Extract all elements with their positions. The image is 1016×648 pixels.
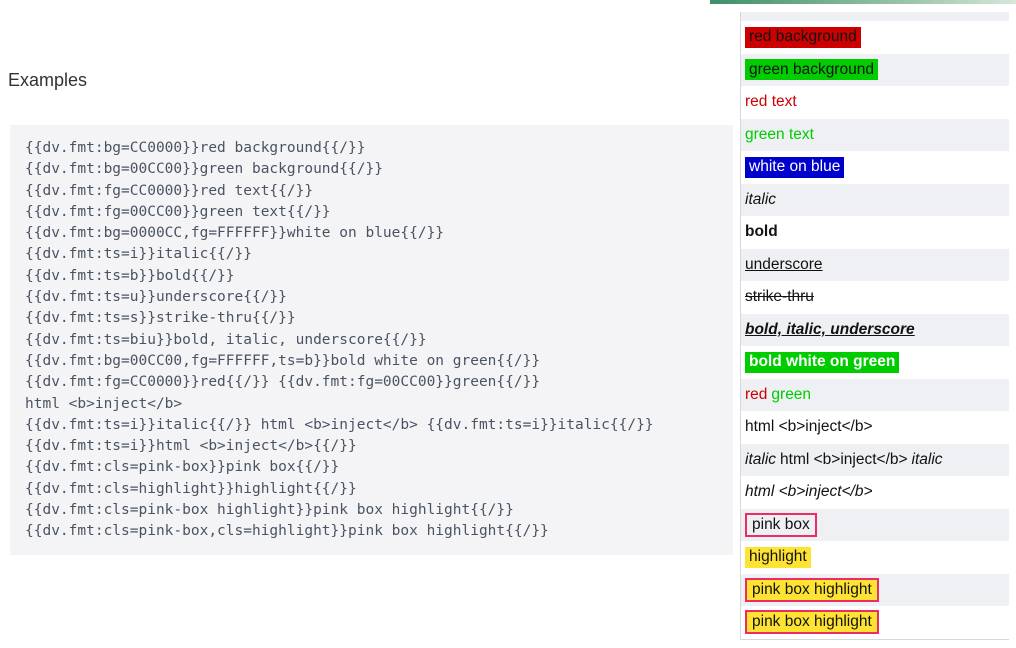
result-row-italic-html-inject: html <b>inject</b>: [741, 476, 1009, 509]
result-row-red-text: red text: [741, 86, 1009, 119]
pink-box-highlight-chip: pink box highlight: [745, 610, 879, 635]
code-line: {{dv.fmt:cls=highlight}}highlight{{/}}: [25, 480, 357, 497]
red-word: red: [745, 385, 768, 403]
result-row-italic: italic: [741, 183, 1009, 216]
strike-thru-text: strike-thru: [745, 288, 814, 306]
red-text: red text: [745, 93, 797, 111]
code-line: {{dv.fmt:cls=pink-box highlight}}pink bo…: [25, 502, 514, 519]
result-row-html-inject: html <b>inject</b>: [741, 411, 1009, 444]
code-line: {{dv.fmt:fg=00CC00}}green text{{/}}: [25, 203, 331, 220]
code-line: {{dv.fmt:bg=00CC00,fg=FFFFFF,ts=b}}bold …: [25, 352, 541, 369]
result-row-strike-thru: strike-thru: [741, 281, 1009, 314]
green-background-chip: green background: [745, 59, 878, 81]
panel-top-gradient-bar: [710, 0, 1016, 4]
code-line: {{dv.fmt:ts=i}}italic{{/}} html <b>injec…: [25, 416, 654, 433]
code-line: {{dv.fmt:fg=CC0000}}red{{/}} {{dv.fmt:fg…: [25, 374, 541, 391]
code-block: {{dv.fmt:bg=CC0000}}red background{{/}} …: [10, 125, 733, 555]
code-line: {{dv.fmt:fg=CC0000}}red text{{/}}: [25, 182, 314, 199]
underscore-text: underscore: [745, 255, 823, 273]
result-row-green-text: green text: [741, 118, 1009, 151]
result-row-bold-white-on-green: bold white on green: [741, 346, 1009, 379]
result-row-underscore: underscore: [741, 248, 1009, 281]
code-line: {{dv.fmt:bg=CC0000}}red background{{/}}: [25, 140, 366, 156]
code-line: {{dv.fmt:ts=biu}}bold, italic, underscor…: [25, 331, 427, 348]
code-line: {{dv.fmt:bg=0000CC,fg=FFFFFF}}white on b…: [25, 225, 445, 242]
result-row-bold-italic-underscore: bold, italic, underscore: [741, 313, 1009, 346]
results-panel: red background green background red text…: [740, 12, 1009, 640]
examples-heading: Examples: [8, 70, 88, 90]
result-row-highlight: highlight: [741, 541, 1009, 574]
code-line: {{dv.fmt:ts=i}}html <b>inject</b>{{/}}: [25, 438, 357, 455]
empty-row: [741, 12, 1009, 21]
pink-box-chip: pink box: [745, 512, 817, 537]
result-row-red-green: red green: [741, 378, 1009, 411]
code-line: {{dv.fmt:cls=pink-box}}pink box{{/}}: [25, 459, 340, 476]
green-word: green: [771, 385, 812, 403]
result-row-pink-box: pink box: [741, 508, 1009, 541]
code-line: {{dv.fmt:bg=00CC00}}green background{{/}…: [25, 161, 383, 178]
result-row-pink-box-highlight-1: pink box highlight: [741, 573, 1009, 606]
bold-text: bold: [745, 223, 778, 241]
pink-box-highlight-chip: pink box highlight: [745, 577, 879, 602]
highlight-chip: highlight: [745, 546, 811, 568]
code-line: {{dv.fmt:ts=b}}bold{{/}}: [25, 267, 235, 284]
result-row-italic-html-inject-italic: italic html <b>inject</b> italic: [741, 443, 1009, 476]
bold-italic-underscore-text: bold, italic, underscore: [745, 320, 915, 338]
result-row-pink-box-highlight-2: pink box highlight: [741, 606, 1009, 639]
code-line: {{dv.fmt:ts=s}}strike-thru{{/}}: [25, 310, 296, 327]
white-on-blue-chip: white on blue: [745, 156, 845, 178]
italic-word: italic: [911, 450, 943, 468]
italic-html-inject-text: html <b>inject</b>: [745, 483, 873, 501]
result-row-green-background: green background: [741, 53, 1009, 86]
code-line: {{dv.fmt:ts=i}}italic{{/}}: [25, 246, 252, 263]
bold-white-on-green-chip: bold white on green: [745, 351, 900, 373]
code-line: {{dv.fmt:cls=pink-box,cls=highlight}}pin…: [25, 523, 549, 540]
italic-text: italic: [745, 190, 777, 208]
green-text: green text: [745, 125, 814, 143]
code-line: {{dv.fmt:ts=u}}underscore{{/}}: [25, 289, 287, 306]
italic-word: italic: [745, 450, 777, 468]
code-line: html <b>inject</b>: [25, 395, 183, 412]
result-row-white-on-blue: white on blue: [741, 151, 1009, 184]
result-row-bold: bold: [741, 216, 1009, 249]
html-inject-text: html <b>inject</b>: [780, 450, 908, 468]
result-row-red-background: red background: [741, 21, 1009, 54]
html-inject-text: html <b>inject</b>: [745, 418, 873, 436]
red-background-chip: red background: [745, 26, 861, 48]
